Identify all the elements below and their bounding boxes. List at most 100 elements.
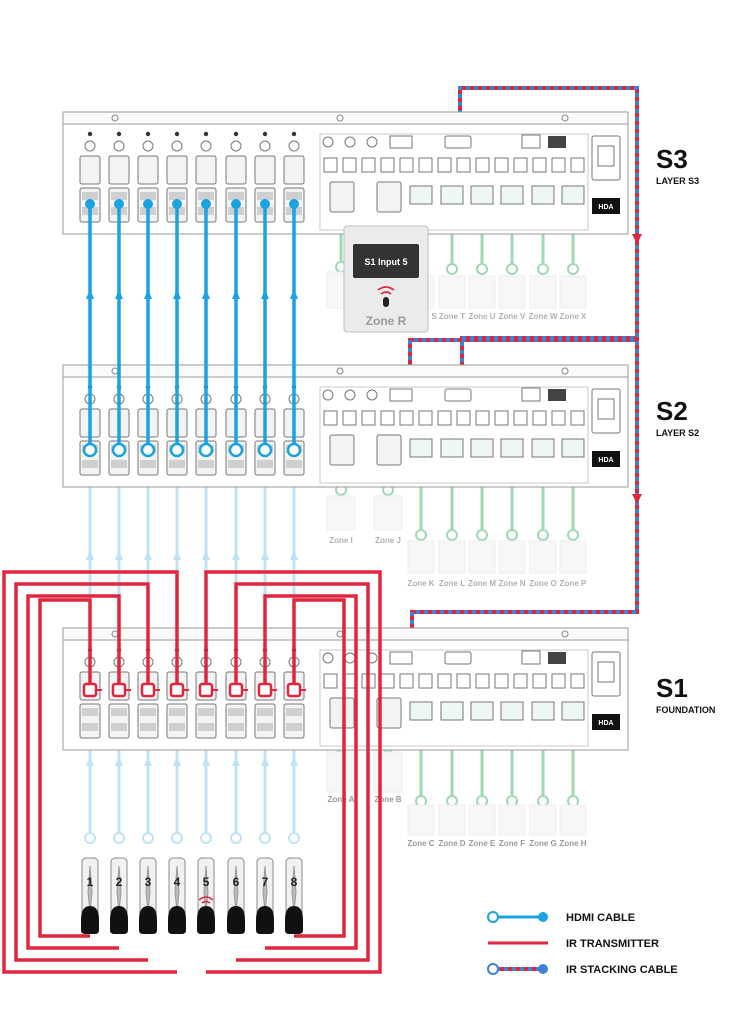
ir-cable [204, 570, 382, 974]
zone-label: Zone U [468, 312, 495, 321]
brand-badge: HDA [598, 720, 613, 727]
arrow-up-icon [115, 550, 123, 560]
zone-box [373, 751, 403, 793]
zone-label: Zone B [374, 795, 401, 804]
arrow-up-icon [202, 289, 210, 299]
arrow-up-icon [290, 289, 298, 299]
arrow-up-icon [290, 756, 298, 766]
arrow-up-icon [261, 289, 269, 299]
source-number: 6 [233, 875, 240, 889]
ir-emitter-icon [139, 906, 157, 934]
zone-box [559, 540, 587, 574]
arrow-up-icon [173, 289, 181, 299]
ir-port [228, 682, 244, 698]
zone-label: Zone J [375, 536, 401, 545]
zone-box [529, 804, 557, 836]
arrow-up-icon [290, 550, 298, 560]
layer-s1-sublabel: FOUNDATION [656, 705, 715, 715]
source-number: 3 [145, 875, 152, 889]
ir-transmitter-cables [2, 570, 382, 974]
arrow-up-icon [202, 550, 210, 560]
popup-zone-label: Zone R [366, 314, 407, 328]
zone-label: Zone M [468, 579, 496, 588]
zone-r-popup: S1 Input 5 Zone R [343, 225, 429, 333]
zone-box [407, 804, 435, 836]
arrow-up-icon [115, 289, 123, 299]
zone-box [529, 275, 557, 309]
zone-box [468, 275, 496, 309]
arrow-up-icon [261, 756, 269, 766]
zone-label: Zone C [407, 839, 434, 848]
ir-port [286, 682, 302, 698]
layer-s2-sublabel: LAYER S2 [656, 428, 699, 438]
hdmi-cables-s2-s3 [82, 199, 302, 458]
ir-cable [26, 594, 121, 950]
legend-stacking: IR STACKING CABLE [487, 963, 678, 976]
zone-box [559, 275, 587, 309]
zone-box [407, 540, 435, 574]
source-5: 5 [197, 857, 215, 934]
legend-hdmi: HDMI CABLE [487, 911, 635, 924]
source-number: 5 [203, 875, 210, 889]
ir-cable [234, 582, 370, 962]
source-3: 3 [139, 857, 157, 934]
layer-s2-label: S2 [656, 396, 688, 426]
zone-label: Zone F [499, 839, 525, 848]
arrow-up-icon [232, 289, 240, 299]
legend-hdmi-label: HDMI CABLE [566, 912, 635, 924]
zone-label: Zone O [529, 579, 557, 588]
zone-box [468, 540, 496, 574]
zone-label: Zone A [328, 795, 355, 804]
arrow-up-icon [144, 550, 152, 560]
arrow-up-icon [173, 550, 181, 560]
zone-label: Zone W [529, 312, 558, 321]
zone-box [326, 751, 356, 793]
ir-port [198, 682, 214, 698]
ir-emitter-icon [81, 906, 99, 934]
zone-box [438, 804, 466, 836]
ir-port [140, 682, 156, 698]
zone-label: Zone G [529, 839, 557, 848]
zone-label: S [431, 312, 437, 321]
legend-ir-label: IR TRANSMITTER [566, 938, 659, 950]
arrow-up-icon [86, 550, 94, 560]
source-number: 7 [262, 875, 269, 889]
matrix-unit-s3: HDA [62, 111, 629, 235]
ir-cable [292, 598, 346, 938]
zone-label: Zone H [559, 839, 586, 848]
popup-title: S1 Input 5 [364, 257, 407, 267]
ir-cable [263, 594, 358, 950]
legend-stacking-label: IR STACKING CABLE [566, 964, 678, 976]
ir-emitter-icon [110, 906, 128, 934]
legend-ir: IR TRANSMITTER [488, 938, 659, 950]
arrow-down-icon [632, 494, 642, 504]
zone-label: Zone T [439, 312, 465, 321]
brand-badge: HDA [598, 457, 613, 464]
layer-s3-label: S3 [656, 144, 688, 174]
source-2: 2 [110, 857, 128, 934]
source-number: 8 [291, 875, 298, 889]
source-8: 8 [285, 857, 303, 934]
legend: HDMI CABLE IR TRANSMITTER IR STACKING CA… [487, 911, 678, 976]
layer-s3-sublabel: LAYER S3 [656, 176, 699, 186]
ir-cable [14, 582, 150, 962]
arrow-down-icon [632, 234, 642, 244]
zone-box [468, 804, 496, 836]
layer-s1-label: S1 [656, 673, 688, 703]
arrow-up-icon [202, 756, 210, 766]
zone-label: Zone P [560, 579, 587, 588]
ir-port [169, 682, 185, 698]
zone-box [498, 275, 526, 309]
zone-label: Zone V [499, 312, 526, 321]
zone-box [498, 540, 526, 574]
ir-emitter-icon [256, 906, 274, 934]
arrow-up-icon [144, 289, 152, 299]
ir-cable [38, 598, 92, 938]
zone-label: Zone L [439, 579, 465, 588]
zone-box [498, 804, 526, 836]
ir-signal-icon [377, 286, 395, 307]
